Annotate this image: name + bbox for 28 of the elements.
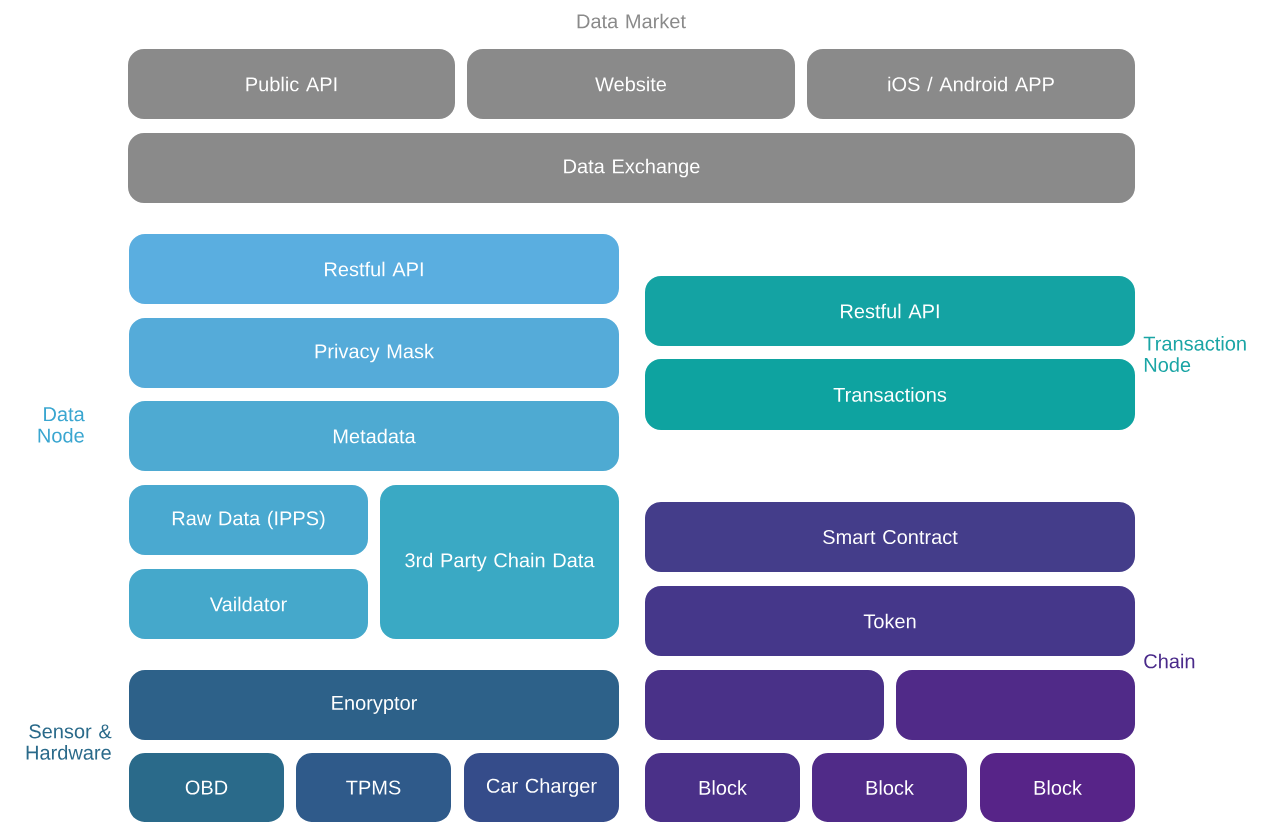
layer-box [896, 670, 1135, 740]
layer-box: Token [645, 586, 1135, 656]
layer-box: Data Exchange [128, 133, 1135, 203]
layer-box: Vaildator [129, 569, 368, 639]
layer-box: Block [980, 753, 1135, 822]
layer-box: Website [467, 49, 795, 119]
layer-box: Restful API [645, 276, 1135, 346]
layer-box [645, 670, 884, 740]
layer-box: iOS / Android APP [807, 49, 1135, 119]
layer-box: Raw Data (IPPS) [129, 485, 368, 555]
layer-box: Block [812, 753, 967, 822]
layer-box: Enoryptor [129, 670, 619, 740]
side-label: Transaction Node [1143, 336, 1246, 372]
layer-box: Transactions [645, 359, 1135, 430]
layer-box: Metadata [129, 401, 619, 471]
layer-box: Smart Contract [645, 502, 1135, 572]
layer-box: OBD [129, 753, 284, 822]
side-label: Sensor & Hardware [26, 724, 112, 760]
layer-box: Restful API [129, 234, 619, 304]
side-label: Chain [1144, 653, 1195, 669]
layer-box: 3rd Party Chain Data [380, 485, 619, 639]
layer-box: Public API [128, 49, 455, 119]
side-label: Data Market [577, 13, 686, 29]
layer-box: Car Charger [464, 753, 619, 822]
layer-box: Block [645, 753, 800, 822]
layer-box: TPMS [296, 753, 451, 822]
side-label: Data Node [38, 407, 85, 443]
layer-box: Privacy Mask [129, 318, 619, 388]
